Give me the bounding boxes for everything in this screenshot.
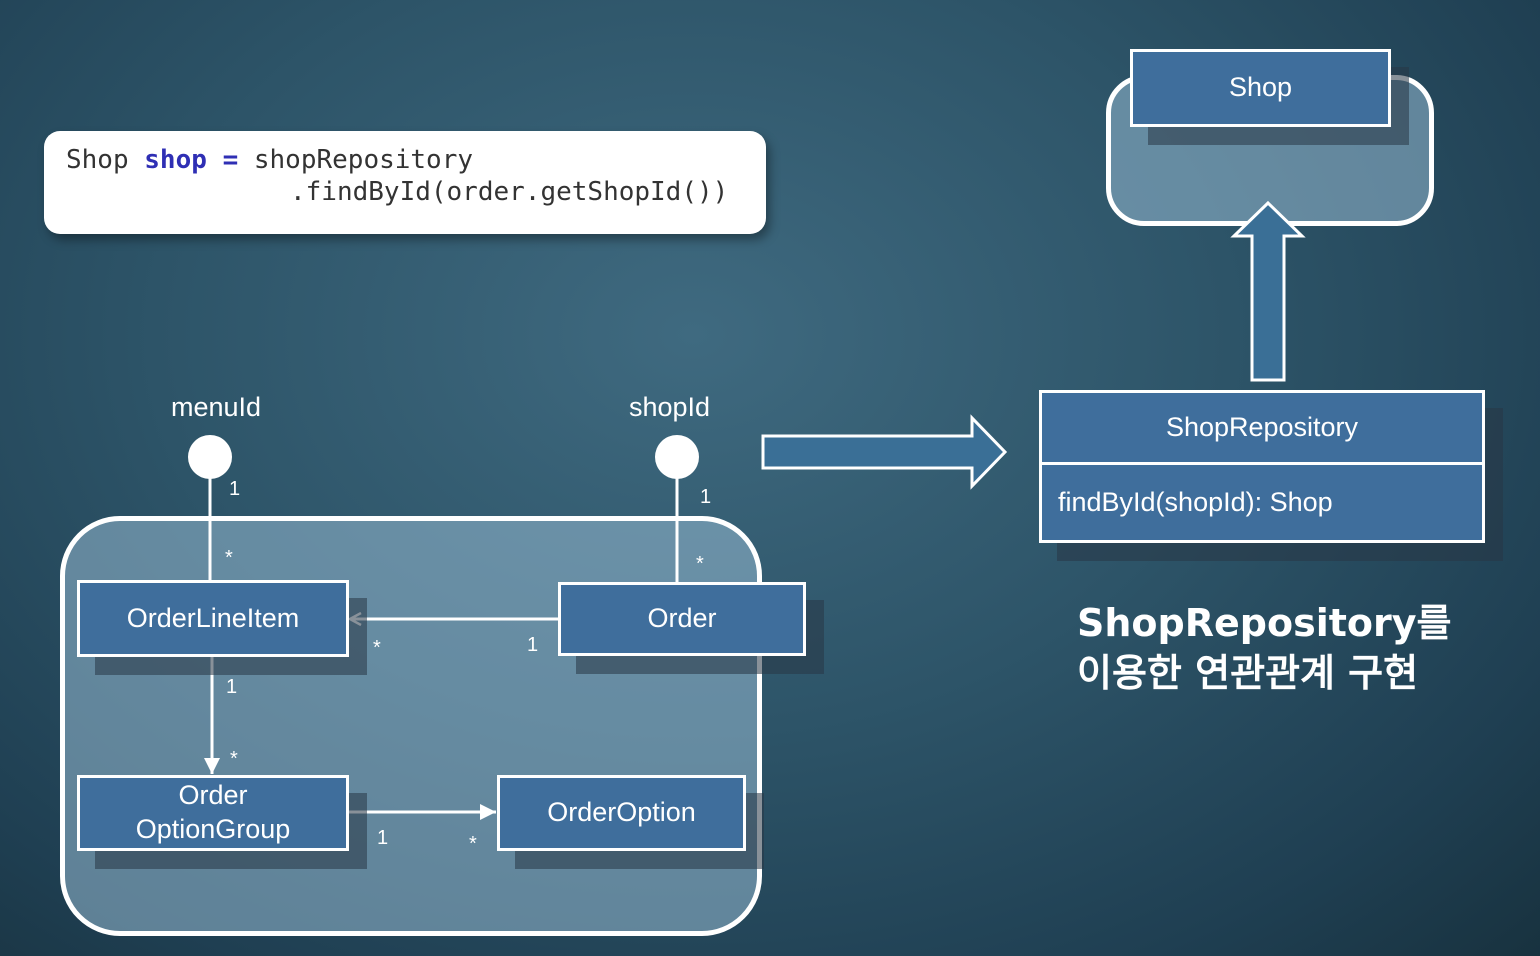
caption: ShopRepository를 이용한 연관관계 구현: [1077, 598, 1451, 698]
shop-label: Shop: [1228, 72, 1293, 103]
shop-class: Shop: [1130, 49, 1391, 127]
order-option-group-label-2: OptionGroup: [135, 814, 291, 844]
code-line-2: .findById(order.getShopId()): [290, 177, 729, 207]
shop-id-label: shopId: [629, 392, 711, 422]
code-repository-call: shopRepository: [253, 145, 474, 175]
menu-id-label: menuId: [171, 392, 262, 422]
caption-line-1: ShopRepository를: [1077, 601, 1452, 645]
order-label: Order: [647, 603, 717, 634]
big-right-arrow: [761, 414, 1008, 490]
code-type: Shop: [66, 145, 129, 175]
order-option-group-label-1: Order: [178, 780, 248, 811]
order-option-group-class: Order OptionGroup: [77, 775, 349, 851]
big-up-arrow: [1230, 200, 1306, 382]
shop-id-port: [655, 435, 699, 479]
mult-group-option-many: *: [469, 833, 477, 855]
shop-repository-method: findById(shopId): Shop: [1058, 487, 1333, 517]
order-line-item-class: OrderLineItem: [77, 580, 349, 657]
order-line-item-label: OrderLineItem: [126, 602, 300, 633]
code-variable: shop: [144, 145, 207, 175]
mult-shop-many: *: [696, 553, 704, 575]
mult-line-group-many: *: [230, 748, 238, 770]
mult-order-line-one: 1: [527, 634, 539, 656]
code-operator: =: [222, 145, 239, 175]
mult-menu-one: 1: [229, 478, 241, 500]
mult-shop-one: 1: [700, 486, 712, 508]
mult-line-group-one: 1: [226, 676, 238, 698]
order-option-class: OrderOption: [497, 775, 746, 851]
code-snippet: Shop shop = shopRepository .findById(ord…: [44, 131, 766, 234]
menu-id-port: [188, 435, 232, 479]
mult-order-line-many: *: [373, 637, 381, 659]
caption-line-2: 이용한 연관관계 구현: [1077, 651, 1419, 695]
shop-repository-name: ShopRepository: [1042, 393, 1482, 465]
order-option-label: OrderOption: [547, 797, 696, 828]
shop-repository-class: ShopRepository findById(shopId): Shop: [1039, 390, 1485, 543]
mult-menu-many: *: [225, 547, 233, 569]
order-class: Order: [558, 582, 806, 656]
code-line-1: Shop shop = shopRepository: [66, 145, 473, 175]
mult-group-option-one: 1: [377, 827, 389, 849]
